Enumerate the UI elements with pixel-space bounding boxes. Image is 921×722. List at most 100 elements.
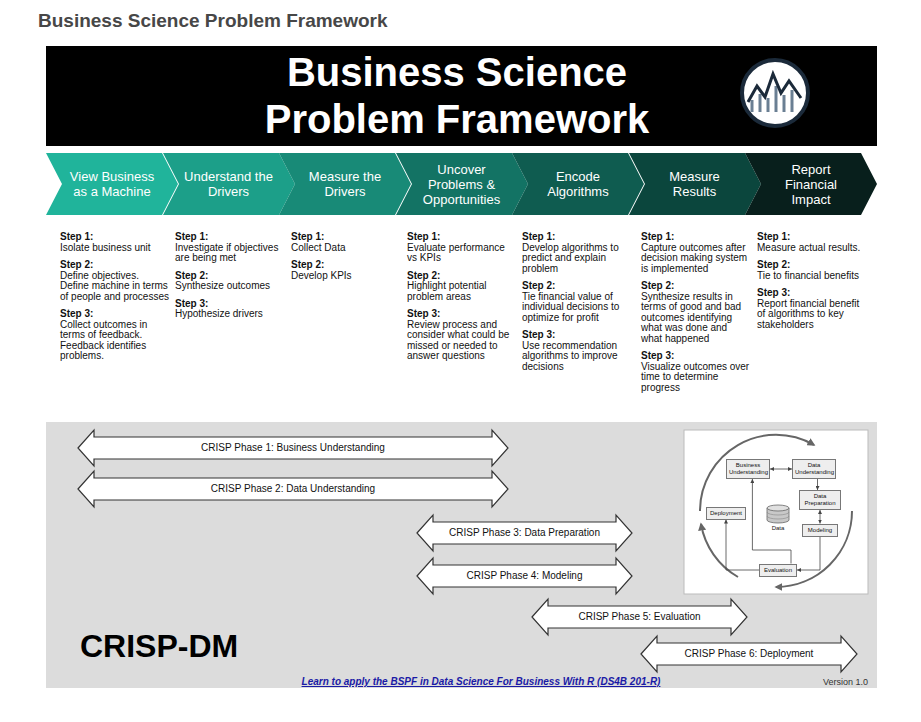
step-description: Define objectives. Define machine in ter… [60, 271, 170, 303]
step-number: Step 1: [175, 232, 285, 243]
step-number: Step 1: [60, 232, 170, 243]
step-number: Step 3: [407, 309, 517, 320]
chevron-label: Uncover Problems & Opportunities [416, 162, 508, 207]
text-holder: Version 1.0 [786, 676, 868, 689]
step-description: Investigate if objectives are being met [175, 243, 285, 264]
step-column: Step 1:Capture outcomes after decision m… [641, 232, 751, 393]
step-description: Synthesize results in terms of good and … [641, 292, 751, 345]
process-box: Modeling [802, 524, 838, 537]
phase-label: CRISP Phase 2: Data Understanding [211, 483, 375, 495]
step-description: Measure actual results. [757, 243, 867, 254]
step-number: Step 1: [407, 232, 517, 243]
chevron-label: Measure Results [649, 169, 741, 199]
step-description: Develop KPIs [291, 271, 401, 282]
step-number: Step 3: [641, 351, 751, 362]
step-description: Use recommendation algorithms to improve… [522, 341, 632, 373]
page-title: Business Science Problem Framework [38, 10, 388, 32]
step-number: Step 1: [522, 232, 632, 243]
chevron-label: Report Financial Impact [765, 162, 857, 207]
process-chevron: View Business as a Machine [46, 153, 178, 215]
step-number: Step 2: [60, 260, 170, 271]
phase-label: CRISP Phase 1: Business Understanding [201, 442, 385, 454]
phase-box-label: Data Understanding [795, 462, 833, 476]
step-description: Collect Data [291, 243, 401, 254]
step-description: Collect outcomes in terms of feedback. F… [60, 320, 170, 362]
chevron-label: View Business as a Machine [66, 169, 158, 199]
step-number: Step 2: [407, 271, 517, 282]
step-description: Capture outcomes after decision making s… [641, 243, 751, 275]
phase-label: CRISP Phase 4: Modeling [467, 570, 583, 582]
phase-label: CRISP Phase 5: Evaluation [578, 611, 700, 623]
cycle-frame [684, 430, 868, 594]
cycle-connector [820, 510, 821, 524]
step-number: Step 3: [757, 288, 867, 299]
step-number: Step 3: [522, 330, 632, 341]
step-description: Review process and consider what could b… [407, 320, 517, 362]
phase-box-label: Data Preparation [802, 493, 838, 507]
step-number: Step 3: [175, 299, 285, 310]
data-label: Data [766, 525, 790, 532]
process-box: Data Preparation [799, 490, 841, 510]
version-note: Version 1.0 [786, 676, 868, 689]
step-description: Isolate business unit [60, 243, 170, 254]
phase-box-label: Deployment [709, 510, 743, 517]
text-holder: Learn to apply the BSPF in Data Science … [231, 675, 731, 689]
step-description: Hypothesize drivers [175, 309, 285, 320]
cycle-connector [770, 469, 792, 470]
phase-arrow: CRISP Phase 4: Modeling [417, 558, 632, 594]
step-description: Report financial benefit of algorithms t… [757, 299, 867, 331]
step-number: Step 2: [522, 281, 632, 292]
step-number: Step 2: [175, 271, 285, 282]
process-chevron: Measure the Drivers [279, 153, 411, 215]
text-holder: CRISP-DM [80, 628, 380, 664]
chevron-label: Measure the Drivers [299, 169, 391, 199]
banner-title: Business Science Problem Framework [237, 49, 677, 143]
step-column: Step 1:Measure actual results.Step 2:Tie… [757, 232, 867, 330]
chevron-label: Encode Algorithms [532, 169, 624, 199]
cycle-connector [726, 520, 759, 571]
cycle-connector [752, 479, 791, 564]
step-description: Evaluate performance vs KPIs [407, 243, 517, 264]
phase-arrow: CRISP Phase 3: Data Preparation [417, 515, 632, 551]
step-description: Tie to financial benefits [757, 271, 867, 282]
step-number: Step 1: [291, 232, 401, 243]
panel-ground [46, 422, 877, 688]
process-chevron: Encode Algorithms [512, 153, 644, 215]
course-link: Learn to apply the BSPF in Data Science … [231, 675, 731, 689]
cycle-connector [817, 479, 818, 490]
step-number: Step 2: [291, 260, 401, 271]
process-chevron: Report Financial Impact [745, 153, 877, 215]
step-number: Step 1: [641, 232, 751, 243]
step-description: Highlight potential problem areas [407, 281, 517, 302]
title-banner: Business Science Problem Framework [46, 46, 877, 146]
step-column: Step 1:Investigate if objectives are bei… [175, 232, 285, 320]
data-store: Data [766, 504, 790, 532]
step-description: Develop algorithms to predict and explai… [522, 243, 632, 275]
step-number: Step 2: [641, 281, 751, 292]
step-column: Step 1:Collect DataStep 2:Develop KPIs [291, 232, 401, 281]
step-number: Step 3: [60, 309, 170, 320]
step-description: Synthesize outcomes [175, 281, 285, 292]
banner-ground [46, 46, 877, 146]
step-column: Step 1:Isolate business unitStep 2:Defin… [60, 232, 170, 362]
phase-arrow: CRISP Phase 1: Business Understanding [78, 430, 508, 466]
title-holder: Business Science Problem Framework [38, 10, 388, 32]
step-column: Step 1:Evaluate performance vs KPIsStep … [407, 232, 517, 362]
process-chevron: Measure Results [629, 153, 761, 215]
cycle-arrows [700, 435, 852, 587]
step-description: Tie financial value of individual decisi… [522, 292, 632, 324]
phase-box-label: Evaluation [762, 567, 794, 574]
phase-box-label: Modeling [805, 527, 835, 534]
step-number: Step 1: [757, 232, 867, 243]
process-box: Evaluation [759, 564, 797, 577]
cylinder-shape [766, 504, 790, 524]
process-box: Business Understanding [726, 459, 770, 479]
phase-arrow: CRISP Phase 6: Deployment [641, 636, 857, 672]
process-chevron: Understand the Drivers [163, 153, 295, 215]
phase-label: CRISP Phase 6: Deployment [685, 648, 814, 660]
step-column: Step 1:Develop algorithms to predict and… [522, 232, 632, 372]
chevron-label: Understand the Drivers [183, 169, 275, 199]
process-box: Deployment [706, 507, 746, 520]
phase-arrow: CRISP Phase 2: Data Understanding [78, 471, 508, 507]
process-chevron: Uncover Problems & Opportunities [396, 153, 528, 215]
